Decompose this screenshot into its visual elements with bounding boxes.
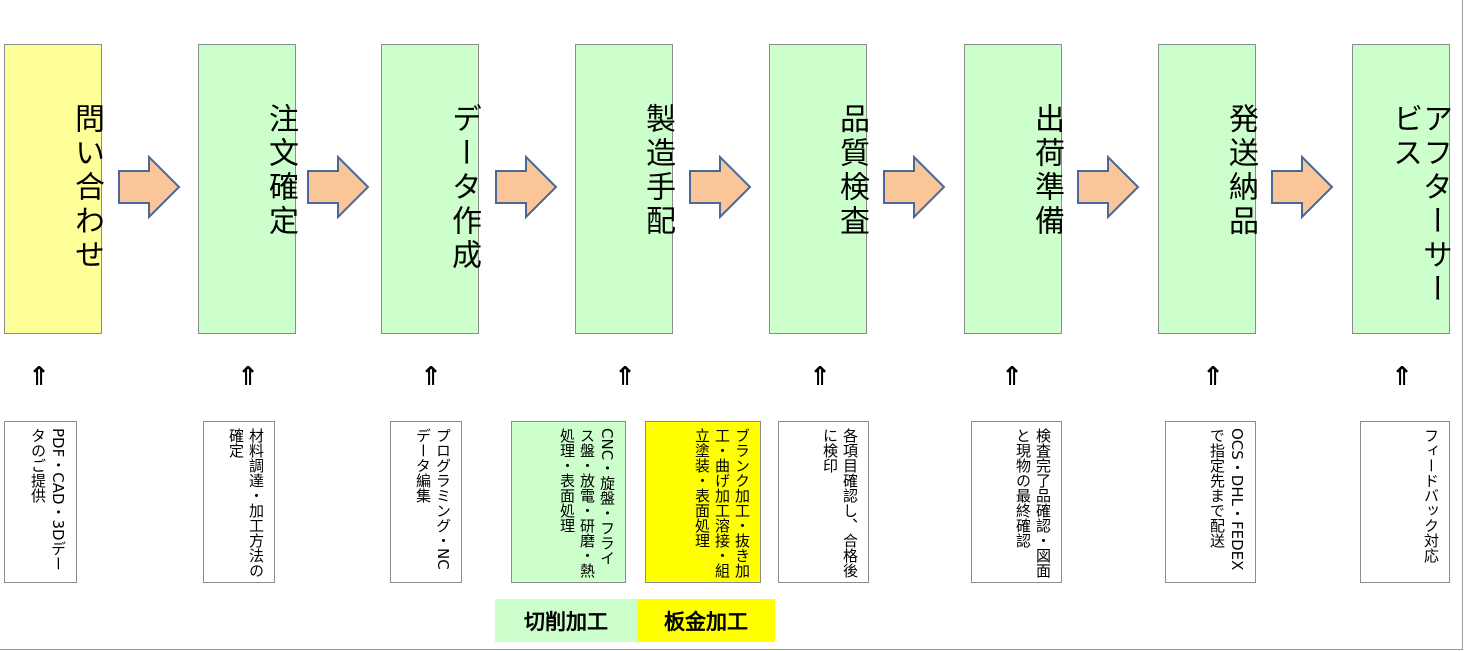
flow-arrow-icon — [307, 155, 370, 219]
note-text: プログラミング・NCデータ編集 — [414, 428, 452, 570]
note-text: PDF・CAD・3Dデータのご提供 — [29, 428, 67, 571]
step-label: 品質検査 — [834, 103, 869, 239]
note-inquiry: PDF・CAD・3Dデータのご提供 — [4, 421, 77, 583]
step-label: 製造手配 — [640, 103, 675, 239]
up-arrow-icon: ⇑ — [237, 362, 259, 392]
note-order-confirmation: 材料調達・加工方法の確定 — [203, 421, 275, 583]
up-arrow-icon: ⇑ — [420, 362, 442, 392]
note-cutting: CNC・旋盤・フライス盤・放電・研磨・熱処理・表面処理 — [511, 421, 626, 583]
up-arrow-icon: ⇑ — [28, 362, 50, 392]
step-order-confirmation: 注文確定 — [198, 44, 298, 334]
up-arrow-icon: ⇑ — [1001, 362, 1023, 392]
note-text: 各項目確認し、合格後に検印 — [821, 428, 859, 578]
step-label: アフターサービス — [1387, 103, 1452, 307]
flow-arrow-icon — [883, 155, 946, 219]
flow-arrow-icon — [118, 155, 181, 219]
step-manufacturing: 製造手配 — [575, 44, 675, 334]
note-text: 材料調達・加工方法の確定 — [227, 428, 265, 578]
flow-arrow-icon — [1077, 155, 1140, 219]
note-text: OCS・DHL・FEDEXで指定先まで配送 — [1208, 428, 1246, 571]
note-data-creation: プログラミング・NCデータ編集 — [390, 421, 462, 583]
step-shipping-prep: 出荷準備 — [964, 44, 1064, 334]
note-quality-inspection: 各項目確認し、合格後に検印 — [778, 421, 869, 583]
step-label: 出荷準備 — [1029, 103, 1064, 239]
note-after-service: フィードバック対応 — [1360, 421, 1450, 583]
note-text: 検査完了品確認・図面と現物の最終確認 — [1014, 428, 1052, 578]
up-arrow-icon: ⇑ — [1391, 362, 1413, 392]
step-delivery: 発送納品 — [1158, 44, 1258, 334]
tag-sheet-metal: 板金加工 — [637, 599, 775, 642]
step-after-service: アフターサービス — [1352, 44, 1452, 334]
step-inquiry: 問い合わせ — [4, 44, 104, 334]
step-label: 発送納品 — [1223, 103, 1258, 239]
note-shipping-prep: 検査完了品確認・図面と現物の最終確認 — [971, 421, 1062, 583]
note-delivery: OCS・DHL・FEDEXで指定先まで配送 — [1165, 421, 1256, 583]
note-text: CNC・旋盤・フライス盤・放電・研磨・熱処理・表面処理 — [558, 428, 616, 578]
step-data-creation: データ作成 — [381, 44, 481, 334]
step-label: データ作成 — [446, 103, 481, 273]
flow-arrow-icon — [1271, 155, 1334, 219]
step-label: 問い合わせ — [69, 103, 104, 273]
step-quality-inspection: 品質検査 — [769, 44, 869, 334]
note-sheet-metal: ブランク加工・抜き加工・曲げ加工溶接・組立塗装・表面処理 — [645, 421, 761, 583]
step-label: 注文確定 — [263, 103, 298, 239]
note-text: ブランク加工・抜き加工・曲げ加工溶接・組立塗装・表面処理 — [693, 428, 751, 578]
note-text: フィードバック対応 — [1422, 428, 1440, 563]
tag-cutting: 切削加工 — [495, 599, 637, 642]
flow-arrow-icon — [495, 155, 558, 219]
up-arrow-icon: ⇑ — [614, 362, 636, 392]
flow-arrow-icon — [689, 155, 752, 219]
up-arrow-icon: ⇑ — [1202, 362, 1224, 392]
up-arrow-icon: ⇑ — [809, 362, 831, 392]
